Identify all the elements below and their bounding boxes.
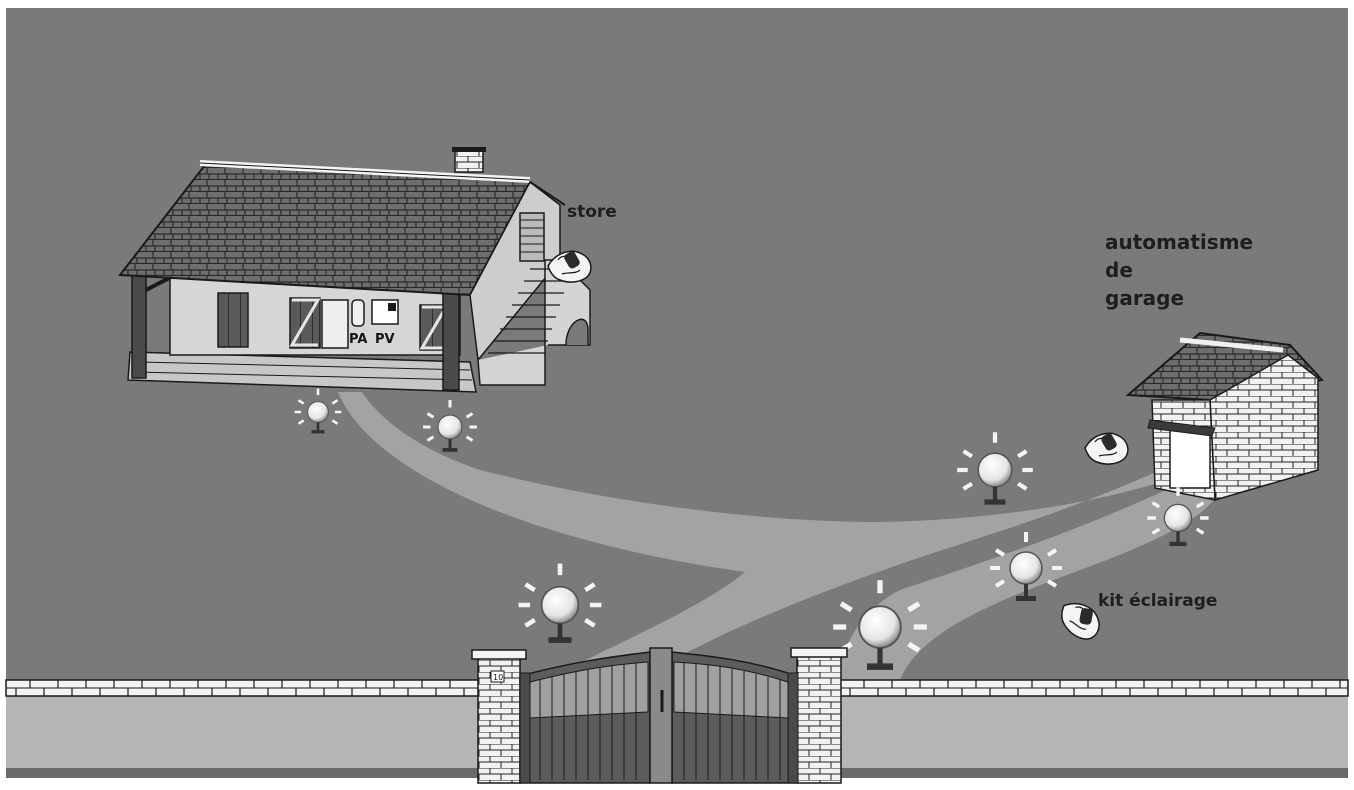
lamp-icon [294,388,342,434]
driveway [338,392,1215,680]
store-label: store [567,202,617,222]
gate: 10 [471,647,848,784]
pv-label: PV [375,332,395,347]
garage-automation-label: automatisme de garage [1105,228,1253,312]
lamp-icon [833,580,927,670]
house: PA PV [118,147,592,393]
lighting-kit-label: kit éclairage [1098,591,1218,611]
garage-label-line-1: automatisme [1105,230,1254,254]
lamp-icon [518,563,602,643]
garden-lamps [294,388,1209,670]
house-number: 10 [493,673,503,682]
lamp-icon [957,432,1033,505]
garage-label-line-3: garage [1105,286,1185,310]
lamp-icon [423,400,477,452]
garage [1084,331,1324,501]
pa-label: PA [349,332,367,347]
lamp-icon [990,532,1062,601]
lamp-icon [1147,487,1209,547]
intercom-icon [351,299,399,327]
garage-label-line-2: de [1105,258,1133,282]
